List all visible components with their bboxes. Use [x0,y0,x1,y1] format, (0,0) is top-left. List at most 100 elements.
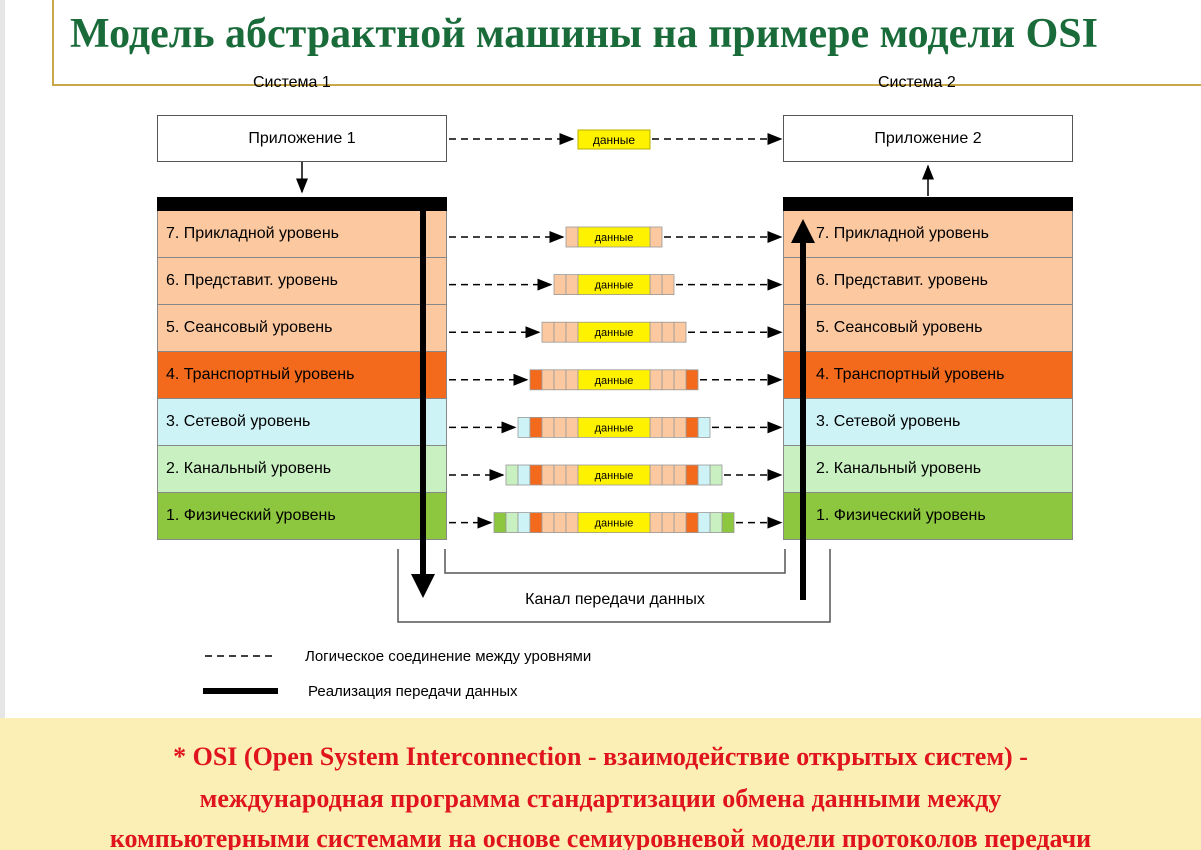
header-cell-right [697,464,711,486]
header-cell-left [553,464,567,486]
header-cell-right [649,416,663,438]
layer-3-right: 3. Сетевой уровень [783,399,1073,446]
header-cell-left [553,321,567,343]
channel-label-bg [498,586,738,612]
header-cell-left [541,321,555,343]
left-edge-strip [0,0,5,718]
header-cell-right [685,464,699,486]
header-cell-right [673,321,687,343]
packet-layer-3: данные [449,416,783,438]
header-cell-left [505,464,519,486]
header-cell-left [541,369,555,391]
header-cell-right [661,416,675,438]
system-2-stack: 7. Прикладной уровень 6. Представит. уро… [783,197,1073,540]
header-cell-left [565,512,579,533]
packet-layer-2: данные [449,464,783,486]
layer-2-left: 2. Канальный уровень [157,446,447,493]
packet-data-label: данные [595,280,634,292]
title-frame: Модель абстрактной машины на примере мод… [52,0,1201,86]
header-cell-left [565,321,579,343]
packet-layer-7: данные [449,226,783,248]
packet-layer-4: данные [449,369,783,391]
footer-line-2: международная программа стандартизации о… [199,784,1002,813]
packet-layer-6: данные [449,274,783,296]
header-cell-right [649,464,663,486]
header-cell-right [649,226,663,248]
header-cell-left [529,369,543,391]
packet-data-core [577,369,651,391]
header-cell-right [673,416,687,438]
header-cell-right [673,464,687,486]
packet-data-core [577,416,651,438]
data-channel-outer-path [397,549,831,623]
header-cell-left [493,512,507,533]
system-2-label: Система 2 [878,74,956,91]
system-1-label: Система 1 [253,74,331,91]
header-cell-right [721,512,735,533]
header-cell-left [565,464,579,486]
legend-solid-text: Реализация передачи данных [308,683,518,700]
packet-data-core [577,274,651,296]
header-cell-right [649,274,663,296]
packet-data-core [577,321,651,343]
header-cell-right [697,416,711,438]
channel-label: Канал передачи данных [525,591,705,608]
packet-data-label: данные [595,375,634,387]
legend-dashed-text: Логическое соединение между уровнями [305,648,592,665]
packet-data-label: данные [595,232,634,244]
system-1-stack: 7. Прикладной уровень 6. Представит. уро… [157,197,447,540]
application-2-box: Приложение 2 [783,115,1073,162]
header-cell-right [661,464,675,486]
layer-7-left: 7. Прикладной уровень [157,211,447,258]
header-cell-right [685,512,699,533]
header-cell-left [541,464,555,486]
packet-layer-5: данные [449,321,783,343]
header-cell-left [517,512,531,533]
header-cell-left [541,512,555,533]
stack-top-bar [783,197,1073,211]
header-cell-left [505,512,519,533]
application-1-box: Приложение 1 [157,115,447,162]
send-path-arrowhead [411,574,435,598]
app-data-packet [577,129,651,150]
layer-packets: данныеданныеданныеданныеданныеданныеданн… [449,226,783,533]
header-cell-right [685,369,699,391]
packet-data-core [577,464,651,486]
header-cell-left [553,512,567,533]
header-cell-left [553,416,567,438]
layer-1-right: 1. Физический уровень [783,493,1073,540]
header-cell-left [553,369,567,391]
header-cell-left [565,274,579,296]
header-cell-left [553,274,567,296]
header-cell-right [709,512,723,533]
footer-line-3: компьютерными системами на основе семиур… [109,824,1092,850]
header-cell-left [529,416,543,438]
packet-data-label: данные [595,470,634,482]
data-channel-path [444,549,786,574]
packet-data-label: данные [595,422,634,434]
header-cell-right [649,512,663,533]
header-cell-right [685,416,699,438]
osi-diagram-overlay: данные данныеданныеданныеданныеданныедан… [203,129,934,694]
stack-top-bar [157,197,447,211]
packet-data-core [577,512,651,533]
header-cell-right [661,369,675,391]
header-cell-left [565,369,579,391]
header-cell-right [697,512,711,533]
layer-6-right: 6. Представит. уровень [783,258,1073,305]
footer-note: * OSI (Open System Interconnection - вза… [0,718,1201,850]
header-cell-right [661,274,675,296]
header-cell-left [529,512,543,533]
layer-6-left: 6. Представит. уровень [157,258,447,305]
header-cell-left [565,226,579,248]
header-cell-right [673,369,687,391]
layer-2-right: 2. Канальный уровень [783,446,1073,493]
header-cell-left [565,416,579,438]
header-cell-right [661,321,675,343]
layer-5-right: 5. Сеансовый уровень [783,305,1073,352]
layer-4-left: 4. Транспортный уровень [157,352,447,399]
layer-7-right: 7. Прикладной уровень [783,211,1073,258]
header-cell-right [649,321,663,343]
header-cell-right [709,464,723,486]
header-cell-right [661,512,675,533]
